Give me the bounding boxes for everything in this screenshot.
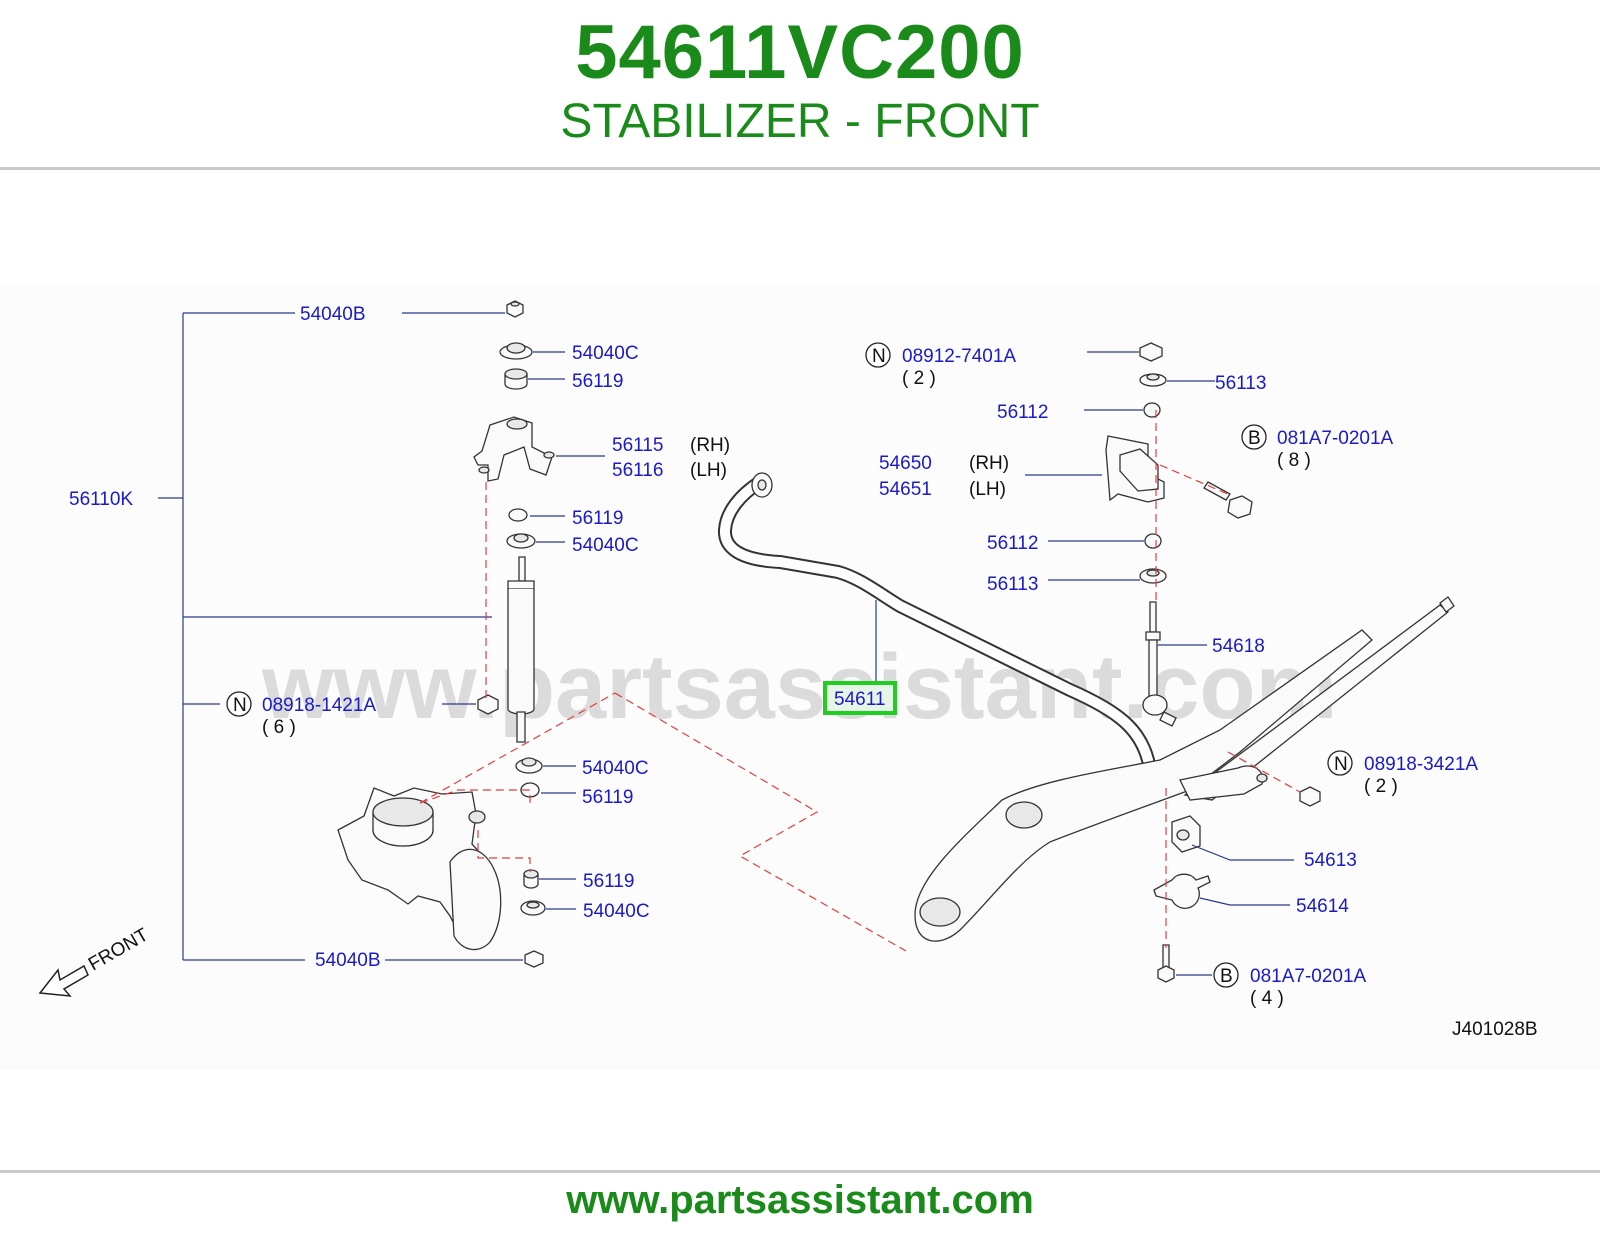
label-56113-1[interactable]: 56113: [1215, 373, 1266, 394]
alignment-dash-link: [419, 692, 616, 804]
label-56115[interactable]: 56115: [612, 435, 663, 456]
footer-url[interactable]: www.partsassistant.com: [566, 1178, 1034, 1222]
label-081A7-0201A-1-qty: ( 8 ): [1277, 450, 1311, 471]
label-54650-side: (RH): [969, 453, 1009, 474]
label-56113-2[interactable]: 56113: [987, 574, 1038, 595]
badge-b-letter-2: B: [1220, 966, 1233, 987]
label-54040C-1[interactable]: 54040C: [572, 343, 639, 364]
stabilizer-link-assembly: [1105, 342, 1321, 983]
badge-n-letter-3: N: [1334, 754, 1348, 775]
label-56116[interactable]: 56116: [612, 460, 663, 481]
alignment-dash-knuckle-2: [477, 830, 531, 872]
label-54651-side: (LH): [969, 479, 1006, 500]
label-081A7-0201A-2-qty: ( 4 ): [1250, 988, 1284, 1009]
label-54040B-bottom[interactable]: 54040B: [315, 950, 381, 971]
badge-n-letter-1: N: [233, 695, 247, 716]
front-direction-arrow: [38, 964, 89, 997]
label-081A7-0201A-2[interactable]: 081A7-0201A: [1250, 966, 1367, 987]
label-081A7-0201A-1[interactable]: 081A7-0201A: [1277, 428, 1394, 449]
label-54613[interactable]: 54613: [1304, 850, 1357, 871]
badge-n-circle-1: [226, 691, 252, 717]
label-54040B-top[interactable]: 54040B: [300, 304, 366, 325]
label-56119-4[interactable]: 56119: [583, 871, 634, 892]
badge-b-circle-2: [1213, 962, 1239, 988]
stabilizer-bar: [718, 472, 1155, 767]
label-54618[interactable]: 54618: [1212, 636, 1265, 657]
leader-lines: [385, 312, 1294, 976]
label-56119-1[interactable]: 56119: [572, 371, 623, 392]
badge-n-letter-2: N: [872, 346, 886, 367]
label-08912-7401A-qty: ( 2 ): [902, 368, 936, 389]
badge-b-letter-1: B: [1248, 428, 1261, 449]
figure-code: J401028B: [1452, 1019, 1538, 1040]
label-56116-side: (LH): [690, 460, 727, 481]
badge-n-circle-3: [1327, 750, 1353, 776]
label-56119-3[interactable]: 56119: [582, 787, 633, 808]
watermark-text: www.partsassistant.com: [261, 636, 1337, 738]
page-subtitle-part-name: STABILIZER - FRONT: [560, 95, 1040, 148]
label-56110K[interactable]: 56110K: [69, 489, 133, 510]
label-08918-1421A-qty: ( 6 ): [262, 717, 296, 738]
label-54040C-3[interactable]: 54040C: [582, 758, 649, 779]
diagram-panel: [0, 285, 1600, 1070]
lower-link-arm: [914, 596, 1455, 942]
knuckle-spindle: [337, 787, 502, 951]
badge-b-circle-1: [1241, 424, 1267, 450]
page-title-part-number: 54611VC200: [575, 10, 1025, 95]
badge-n-circle-2: [865, 342, 891, 368]
label-54040C-2[interactable]: 54040C: [572, 535, 639, 556]
alignment-dash-knuckle-1: [419, 789, 531, 804]
alignment-dash-nut: [1227, 751, 1301, 793]
label-56112-1[interactable]: 56112: [997, 402, 1048, 423]
label-56119-2[interactable]: 56119: [572, 508, 623, 529]
header-divider: [0, 167, 1600, 170]
label-56112-2[interactable]: 56112: [987, 533, 1038, 554]
assembly-bracket-56110k: [158, 312, 492, 961]
label-54650[interactable]: 54650: [879, 453, 932, 474]
shock-absorber-assembly: [473, 300, 555, 968]
label-56115-side: (RH): [690, 435, 730, 456]
label-54611[interactable]: 54611: [834, 689, 885, 710]
label-54040C-4[interactable]: 54040C: [583, 901, 650, 922]
label-54651[interactable]: 54651: [879, 479, 932, 500]
label-08918-1421A[interactable]: 08918-1421A: [262, 695, 376, 716]
label-08912-7401A[interactable]: 08912-7401A: [902, 346, 1016, 367]
footer-divider: [0, 1170, 1600, 1173]
label-54614[interactable]: 54614: [1296, 896, 1349, 917]
alignment-dash-center: [614, 692, 907, 952]
label-08918-3421A-qty: ( 2 ): [1364, 776, 1398, 797]
highlight-box-54611[interactable]: [823, 681, 897, 715]
label-08918-3421A[interactable]: 08918-3421A: [1364, 754, 1478, 775]
